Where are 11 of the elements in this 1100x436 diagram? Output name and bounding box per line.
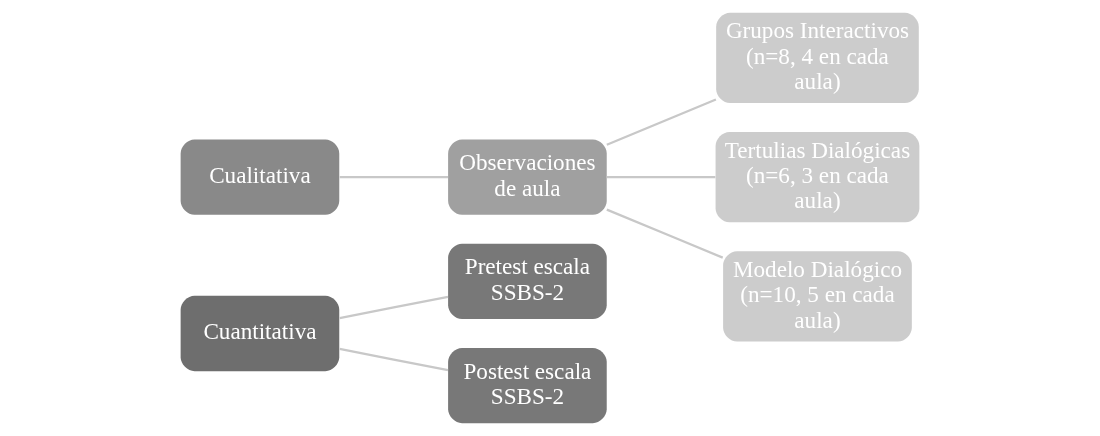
node-box: Postest escala SSBS-2	[448, 347, 607, 424]
connector	[339, 347, 449, 372]
connector	[339, 295, 449, 320]
connector	[339, 176, 448, 179]
connector	[606, 98, 717, 146]
connector	[606, 176, 716, 179]
node-box: Cuantitativa	[180, 295, 340, 372]
node-box: Observaciones de aula	[448, 139, 607, 215]
node-box: Pretest escala SSBS-2	[448, 243, 607, 320]
node-box: Cualitativa	[180, 139, 340, 215]
connector	[606, 208, 724, 259]
